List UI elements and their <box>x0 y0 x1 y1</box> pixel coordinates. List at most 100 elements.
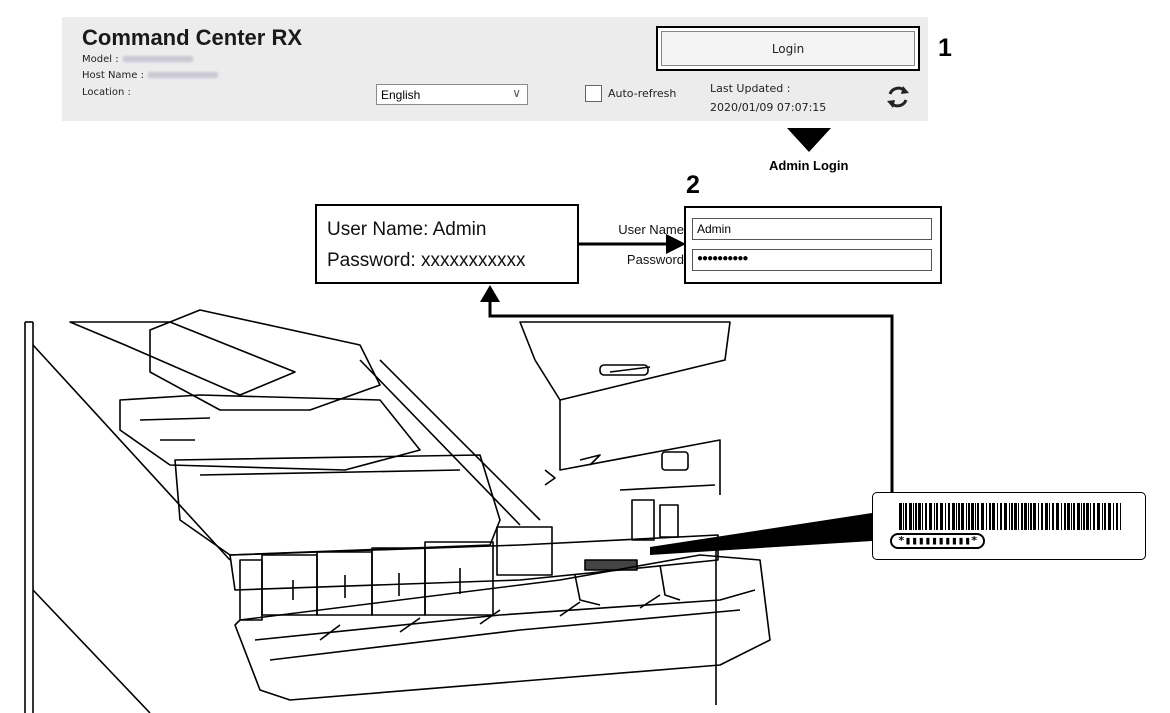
barcode-bar <box>1014 503 1017 530</box>
barcode-bar <box>899 503 902 530</box>
barcode-bar <box>1067 503 1070 530</box>
barcode-bar <box>925 503 927 530</box>
barcode-bar <box>956 503 957 530</box>
barcode-bar <box>913 503 914 530</box>
host-row: Host Name : <box>82 70 218 81</box>
barcode-bar <box>971 503 974 530</box>
barcode-label: *▮▮▮▮▮▮▮▮▮▮* <box>872 492 1146 560</box>
barcode-bar <box>1083 503 1085 530</box>
credentials-user: User Name: Admin <box>327 219 487 240</box>
barcode-bar <box>1024 503 1027 530</box>
barcode-bar <box>945 503 946 530</box>
login-button-label: Login <box>661 31 915 66</box>
credentials-password: Password: xxxxxxxxxxx <box>327 250 526 271</box>
host-value-redacted <box>148 72 218 78</box>
barcode-bar <box>1033 503 1036 530</box>
barcode-bar <box>1038 503 1039 530</box>
barcode-bar <box>1021 503 1023 530</box>
barcode-bar <box>977 503 979 530</box>
barcode-bar <box>909 503 912 530</box>
barcode-bar <box>1090 503 1091 530</box>
credentials-callout: User Name: Admin Password: xxxxxxxxxxx <box>315 204 579 284</box>
language-select[interactable]: English ∨ <box>376 84 528 105</box>
barcode-bar <box>992 503 995 530</box>
barcode-bar <box>905 503 907 530</box>
location-label: Location : <box>82 87 131 98</box>
barcode-bar <box>952 503 955 530</box>
barcode-bar <box>1116 503 1118 530</box>
language-value: English <box>381 88 421 102</box>
barcode-bar <box>1041 503 1043 530</box>
barcode-bar <box>1108 503 1111 530</box>
barcode-bar <box>1097 503 1100 530</box>
arrow-down-icon <box>787 128 831 152</box>
barcode-bar <box>1000 503 1002 530</box>
barcode-bar <box>1061 503 1062 530</box>
location-row: Location : <box>82 87 131 98</box>
barcode-bar <box>1004 503 1007 530</box>
login-button[interactable]: Login <box>656 26 920 71</box>
barcode-bar <box>1049 503 1050 530</box>
barcode-bar <box>1011 503 1013 530</box>
barcode-bar <box>1086 503 1089 530</box>
barcode-bar <box>1056 503 1059 530</box>
auto-refresh-label: Auto-refresh <box>608 87 677 100</box>
barcode-bar <box>1081 503 1082 530</box>
arrow-up-line <box>488 300 894 493</box>
barcode-bar <box>1077 503 1080 530</box>
barcode-bar <box>997 503 998 530</box>
chevron-down-icon: ∨ <box>512 86 521 100</box>
barcode-bar <box>915 503 917 530</box>
barcode-bar <box>966 503 967 530</box>
barcode-pointer <box>650 513 872 555</box>
last-updated: Last Updated : 2020/01/09 07:07:15 <box>710 79 826 117</box>
barcode-bar <box>968 503 970 530</box>
admin-login-label: Admin Login <box>769 158 849 173</box>
barcode-bar <box>1113 503 1114 530</box>
barcode-bar <box>903 503 904 530</box>
barcode-bar <box>1018 503 1019 530</box>
barcode-bar <box>1073 503 1075 530</box>
barcode-bar <box>989 503 991 530</box>
barcode-bar <box>975 503 976 530</box>
password-field[interactable]: ●●●●●●●●●● <box>692 249 932 271</box>
step-2-number: 2 <box>686 171 700 199</box>
barcode-bar <box>961 503 964 530</box>
checkbox-icon[interactable] <box>585 85 602 102</box>
arrow-right-icon <box>666 234 686 254</box>
serial-number-barcode-text: *▮▮▮▮▮▮▮▮▮▮* <box>890 533 986 549</box>
user-name-field[interactable]: Admin <box>692 218 932 240</box>
barcode-bar <box>1071 503 1072 530</box>
barcode-bar <box>1093 503 1095 530</box>
last-updated-label: Last Updated : <box>710 82 791 95</box>
barcode-bar <box>1102 503 1103 530</box>
last-updated-value: 2020/01/09 07:07:15 <box>710 101 827 114</box>
barcode-bar <box>1030 503 1032 530</box>
user-name-label: User Name <box>618 222 684 237</box>
command-center-header: Command Center RX Model : Host Name : Lo… <box>62 17 928 121</box>
barcode-bar <box>1028 503 1029 530</box>
arrow-up-icon <box>480 285 500 302</box>
barcode-bar <box>929 503 932 530</box>
barcode-bar <box>934 503 935 530</box>
barcode-bar <box>1052 503 1054 530</box>
barcode-bar <box>1045 503 1048 530</box>
host-label: Host Name : <box>82 70 144 81</box>
auto-refresh-toggle[interactable]: Auto-refresh <box>585 85 676 102</box>
barcode-bar <box>948 503 950 530</box>
barcode-bar <box>940 503 943 530</box>
barcode-bar <box>918 503 921 530</box>
barcode-bar <box>981 503 984 530</box>
barcode-bar <box>958 503 960 530</box>
model-label: Model : <box>82 54 119 65</box>
refresh-icon[interactable] <box>884 83 912 111</box>
barcode-bar <box>936 503 938 530</box>
app-title: Command Center RX <box>82 25 303 50</box>
barcode-bar <box>1009 503 1010 530</box>
model-row: Model : <box>82 54 193 65</box>
barcode-bar <box>986 503 987 530</box>
password-label: Password <box>626 252 684 267</box>
barcode-bar <box>922 503 923 530</box>
admin-login-form: Admin ●●●●●●●●●● <box>684 206 942 284</box>
